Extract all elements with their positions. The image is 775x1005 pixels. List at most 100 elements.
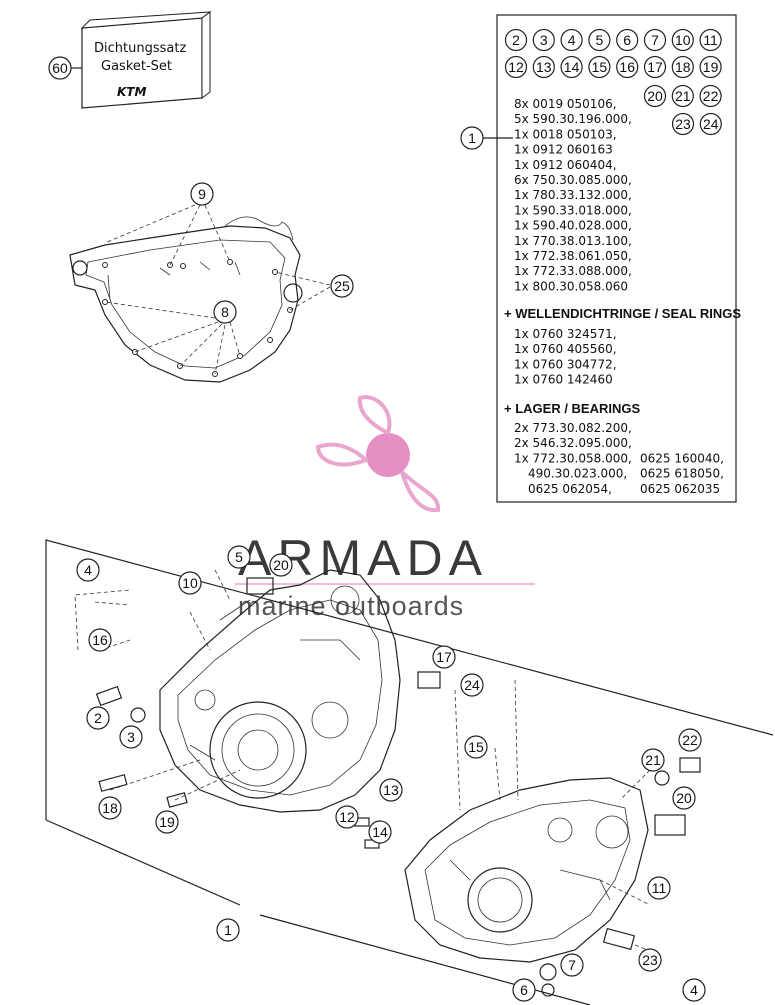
kit-callout-16-ring (616, 55, 639, 79)
kit-callout-13-ring (532, 55, 555, 79)
part-line-11: 1x 772.33.088.000, (514, 264, 632, 278)
crankcase-callout-13-15-ring (379, 778, 403, 802)
kit-callout-4-ring (560, 28, 583, 52)
crankcase-callout-5-1-ring (227, 545, 251, 569)
crankcase-callout-1-19-ring (216, 918, 240, 942)
crankcase-callout-21-13-ring (641, 748, 665, 772)
crankcase-callout-14-17: 14 (372, 824, 388, 840)
gasket-set-box: Dichtungssatz Gasket-Set KTM 60 (48, 11, 212, 109)
kit-callout-17-ring (643, 55, 667, 79)
callout-1-kit: 1 (468, 130, 476, 146)
crankcase-callout-23-20-ring (638, 948, 662, 972)
part-line-0: 8x 0019 050106, (514, 97, 617, 111)
kit-callout-7: 7 (651, 32, 659, 48)
kit-callout-15-ring (588, 55, 611, 79)
kit-callout-10: 10 (675, 32, 691, 48)
callout-8: 8 (221, 304, 229, 320)
kit-callout-16: 16 (619, 59, 635, 75)
crankcase-callout-24-10: 24 (464, 677, 480, 693)
crankcase-callout-10-3: 10 (182, 575, 198, 591)
callout-60: 60 (52, 60, 68, 76)
part-line-9: 1x 770.38.013.100, (514, 234, 632, 248)
watermark-tagline: marine outboards (238, 591, 464, 621)
seal-heading: + WELLENDICHTRINGE / SEAL RINGS (504, 306, 741, 321)
callout-9: 9 (198, 186, 206, 202)
crankcase-callout-12-16-ring (335, 805, 359, 829)
kit-callout-12: 12 (508, 59, 524, 75)
part-line-2: 1x 0018 050103, (514, 127, 617, 141)
kit-callout-19-ring (699, 55, 722, 79)
crankcase-callout-24-10-ring (460, 673, 484, 697)
parts-list: 8x 0019 050106,5x 590.30.196.000,1x 0018… (514, 97, 632, 293)
part-line-6: 1x 780.33.132.000, (514, 188, 632, 202)
kit-callout-11-ring (699, 28, 722, 52)
crankcase-callout-12-16: 12 (339, 809, 355, 825)
seal-line-0: 1x 0760 324571, (514, 327, 617, 341)
kit-callout-23: 23 (675, 116, 691, 132)
part-line-3: 1x 0912 060163 (514, 143, 613, 157)
kit-callout-7-ring (643, 28, 667, 52)
crankcase-callout-5-1: 5 (235, 549, 243, 565)
bearing-right-line-0: 0625 160040, (640, 451, 724, 465)
kit-callout-2: 2 (512, 32, 520, 48)
kit-callout-15: 15 (592, 59, 608, 75)
kit-callout-2-ring (504, 28, 528, 52)
kit-callout-13: 13 (536, 59, 552, 75)
crankcase-callout-3-6-ring (119, 725, 143, 749)
crankcase-callout-22-12: 22 (682, 732, 698, 748)
kit-callout-14: 14 (564, 59, 580, 75)
crankcase-callout-18-7: 18 (102, 800, 118, 816)
kit-callout-5-ring (588, 28, 611, 52)
crankcase-callout-15-11-ring (464, 735, 488, 759)
bearings-right-list: 0625 160040,0625 618050,0625 062035 (640, 451, 724, 495)
crankcase-callout-1-19: 1 (224, 922, 232, 938)
kit-callout-12-ring (504, 55, 528, 79)
crankcase-callout-16-4-ring (88, 628, 112, 652)
part-line-7: 1x 590.33.018.000, (514, 203, 632, 217)
kit-callout-10-ring (671, 28, 694, 52)
crankcase-callout-10-3-ring (178, 571, 202, 595)
crankcase-callout-17-9-ring (432, 645, 456, 669)
kit-callout-6: 6 (623, 32, 631, 48)
callout-25: 25 (334, 278, 350, 294)
crankcase-callout-19-8: 19 (159, 814, 175, 830)
bearing-heading: + LAGER / BEARINGS (504, 401, 640, 416)
crankcase-callout-19-8-ring (155, 810, 179, 834)
crankcase-callout-18-7-ring (98, 796, 122, 820)
crankcase-callout-4-0-ring (76, 558, 100, 582)
kit-callout-11: 11 (703, 32, 718, 48)
kit-callout-14-ring (560, 55, 583, 79)
kit-callout-5: 5 (596, 32, 604, 48)
crankcase-callout-20-14-ring (672, 786, 696, 810)
crankcase-callout-3-6: 3 (127, 729, 135, 745)
left-crankcase-half (159, 569, 401, 813)
crankcase-callout-23-20: 23 (642, 952, 658, 968)
crankcase-callout-13-15: 13 (383, 782, 399, 798)
armada-watermark: ARMADA marine outboards (235, 395, 535, 621)
kit-callout-19: 19 (703, 59, 719, 75)
bearings-left-list: 2x 773.30.082.200,2x 546.32.095.000,1x 7… (514, 421, 632, 496)
kit-callout-3-ring (532, 28, 555, 52)
crankcase-callout-22-12-ring (678, 728, 702, 752)
ktm-logo: KTM (117, 85, 146, 99)
kit-callout-20: 20 (647, 88, 663, 104)
kit-callout-6-ring (616, 28, 639, 52)
crankcase-callout-15-11: 15 (468, 739, 484, 755)
kit-callout-18-ring (671, 55, 694, 79)
part-line-5: 6x 750.30.085.000, (514, 173, 632, 187)
crankcase-callout-21-13: 21 (645, 752, 661, 768)
crankcase-callout-20-14: 20 (676, 790, 692, 806)
kit-callout-22-ring (699, 84, 722, 108)
gasket-box-line2: Gasket-Set (101, 59, 172, 74)
bearing-left-line-1: 2x 546.32.095.000, (514, 436, 632, 450)
bearing-right-line-2: 0625 062035 (640, 482, 720, 496)
kit-callout-21: 21 (675, 88, 691, 104)
bearing-left-line-3: 490.30.023.000, (528, 467, 627, 481)
gasket-box-line1: Dichtungssatz (94, 41, 186, 56)
kit-callout-3: 3 (540, 32, 548, 48)
crankcase-callout-11-18: 11 (652, 880, 667, 896)
bearing-left-line-2: 1x 772.30.058.000, (514, 451, 632, 465)
